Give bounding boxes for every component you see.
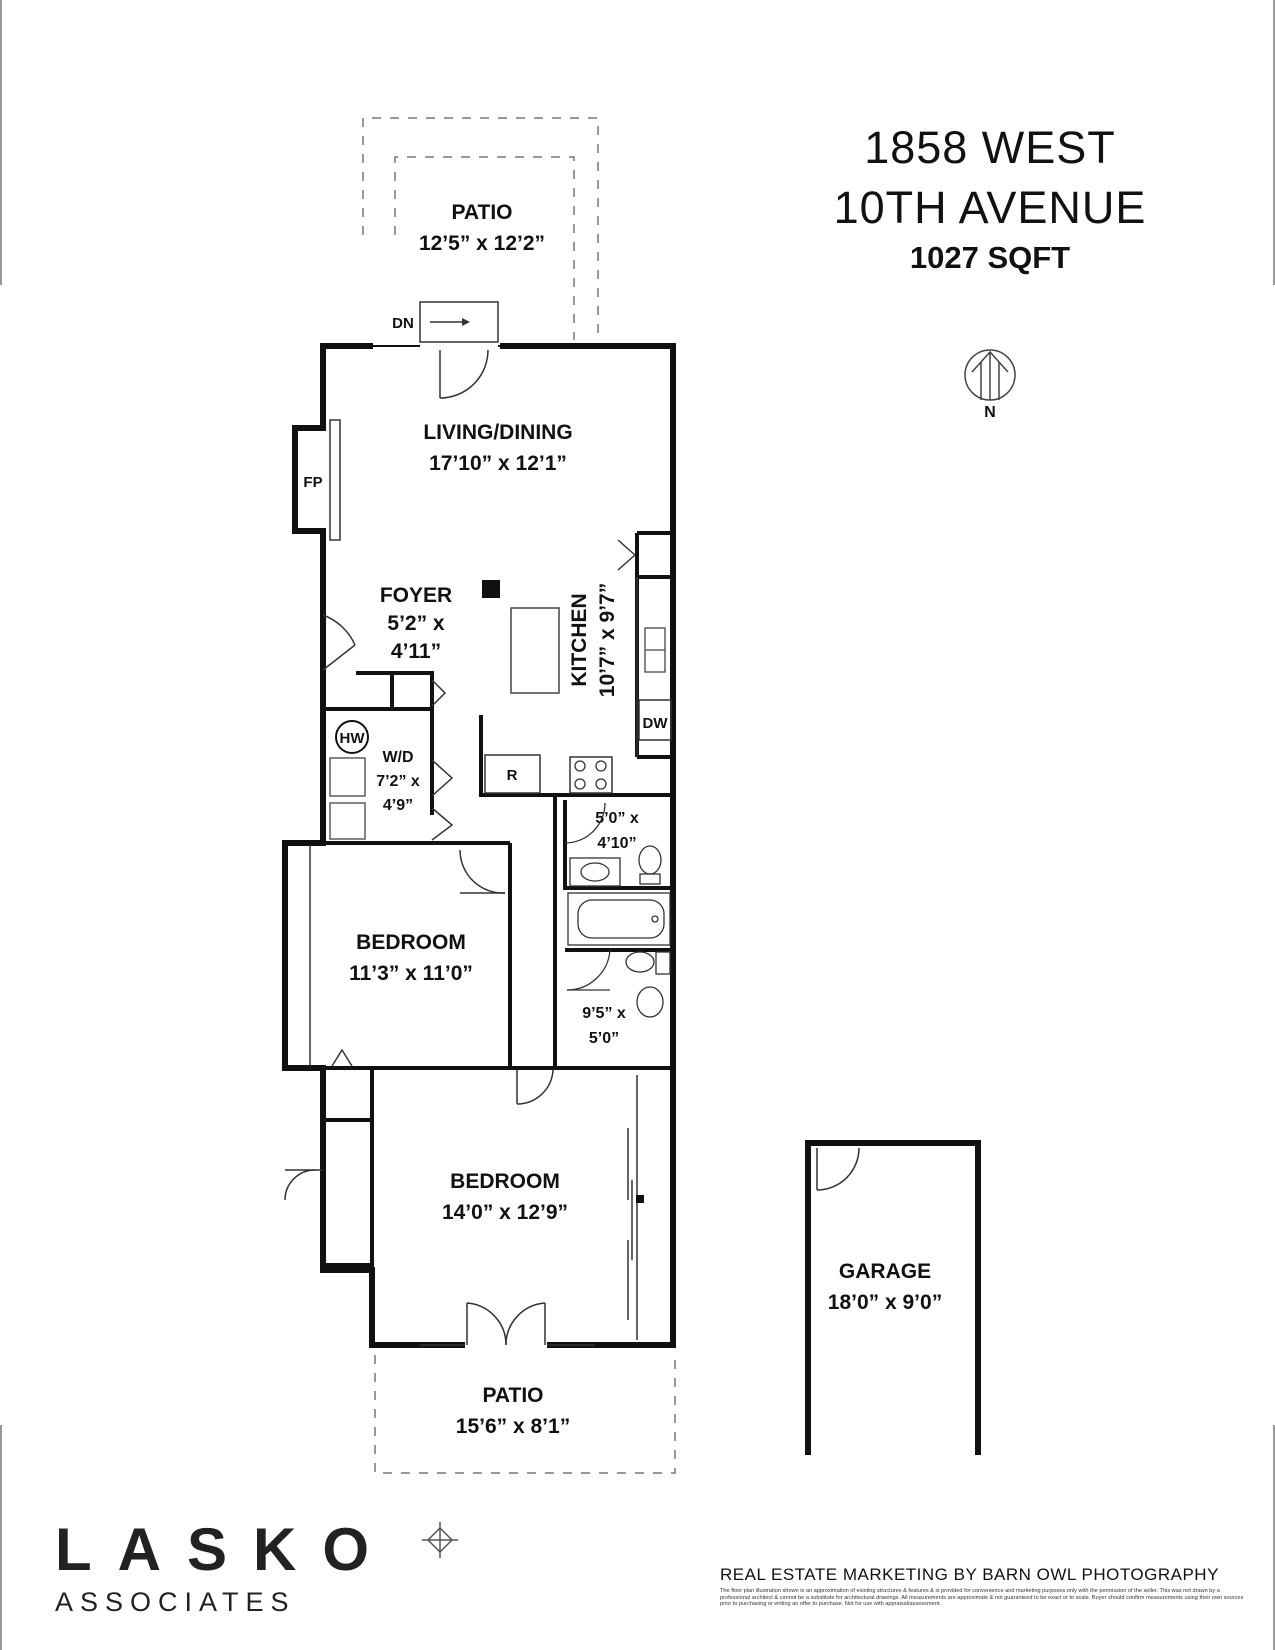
bedroom1-dims: 11’3” x 11’0”	[349, 962, 473, 985]
foyer-dims-b: 4’11”	[391, 640, 441, 663]
stairs-box	[419, 301, 499, 343]
side-door	[322, 614, 356, 671]
address-line-2: 10TH AVENUE	[833, 182, 1147, 233]
garage-walls	[805, 1140, 981, 1455]
closet-marker	[636, 1195, 644, 1203]
garage-name: GARAGE	[839, 1260, 931, 1283]
laundry-dims-b: 4’9”	[383, 797, 413, 814]
stairs-arrowhead	[462, 318, 470, 326]
washer	[329, 757, 366, 797]
support-post	[482, 580, 500, 598]
refrigerator-label: R	[507, 767, 518, 784]
bedroom2-door	[516, 1069, 554, 1105]
north-label: N	[984, 402, 996, 419]
garage-dims: 18’0” x 9’0”	[828, 1291, 942, 1314]
hot-water-label: HW	[340, 730, 366, 747]
stove-burners	[574, 760, 607, 790]
address-line-1: 1858 WEST	[864, 122, 1116, 173]
patio-top-name: PATIO	[451, 201, 512, 224]
foyer-name: FOYER	[380, 584, 452, 607]
kitchen-name: KITCHEN	[568, 593, 591, 686]
bath2-fixtures	[566, 892, 671, 1018]
patio-bottom-name: PATIO	[482, 1384, 543, 1407]
patio-bottom-outline	[374, 1355, 676, 1474]
kitchen-island	[510, 607, 560, 694]
closet-bifold-doors	[431, 679, 454, 841]
bath1-dims-a: 5’0” x	[595, 810, 639, 827]
disclaimer-text: The floor plan illustration shown is an …	[720, 1588, 1244, 1608]
patio-top-dims: 12’5” x 12’2”	[419, 232, 545, 255]
patio-bottom-dims: 15’6” x 8’1”	[456, 1415, 570, 1438]
brand-subtitle: ASSOCIATES	[55, 1587, 296, 1617]
bedroom2-dims: 14’0” x 12’9”	[442, 1201, 568, 1224]
hot-water-tank	[335, 720, 369, 754]
living-dining-dims: 17’10” x 12’1”	[429, 452, 567, 475]
garage-door	[816, 1147, 860, 1191]
bath2-dims-b: 5’0”	[589, 1030, 619, 1047]
side-exterior-door	[284, 1169, 323, 1201]
foyer-dims-a: 5’2” x	[387, 612, 445, 635]
entry-door	[439, 349, 489, 399]
bedroom1-door	[459, 849, 506, 894]
pantry-doors	[617, 539, 636, 571]
photography-credit: REAL ESTATE MARKETING BY BARN OWL PHOTOG…	[720, 1565, 1219, 1584]
total-area: 1027 SQFT	[909, 240, 1071, 275]
laundry-name: W/D	[382, 749, 413, 766]
interior-walls	[285, 531, 675, 1345]
dishwasher	[638, 699, 672, 741]
bath2-dims-a: 9’5” x	[582, 1005, 626, 1022]
patio-top-outline	[362, 117, 599, 340]
bath1-dims-b: 4’10”	[597, 835, 636, 852]
north-arrow-icon	[964, 349, 1016, 401]
bath1-fixtures	[564, 802, 662, 887]
living-dining-name: LIVING/DINING	[423, 421, 572, 444]
entry-gap	[373, 342, 499, 350]
stove	[569, 756, 613, 794]
bedroom2-name: BEDROOM	[450, 1170, 560, 1193]
laundry-dims-a: 7’2” x	[376, 773, 420, 790]
dishwasher-label: DW	[643, 715, 669, 732]
fireplace-hearth	[329, 419, 341, 541]
stairs-down-label: DN	[392, 315, 414, 332]
dryer	[329, 802, 366, 840]
sliding-closet-doors	[627, 1128, 633, 1320]
hall-closet-door	[331, 1048, 353, 1067]
refrigerator	[484, 754, 541, 794]
brand-name: LASKO	[55, 1516, 395, 1583]
lasko-logo-mark-icon	[422, 1522, 458, 1558]
fireplace-label: FP	[303, 474, 322, 491]
french-doors	[420, 1302, 595, 1346]
bedroom1-name: BEDROOM	[356, 931, 466, 954]
kitchen-dims: 10’7” x 9’7”	[596, 583, 619, 697]
